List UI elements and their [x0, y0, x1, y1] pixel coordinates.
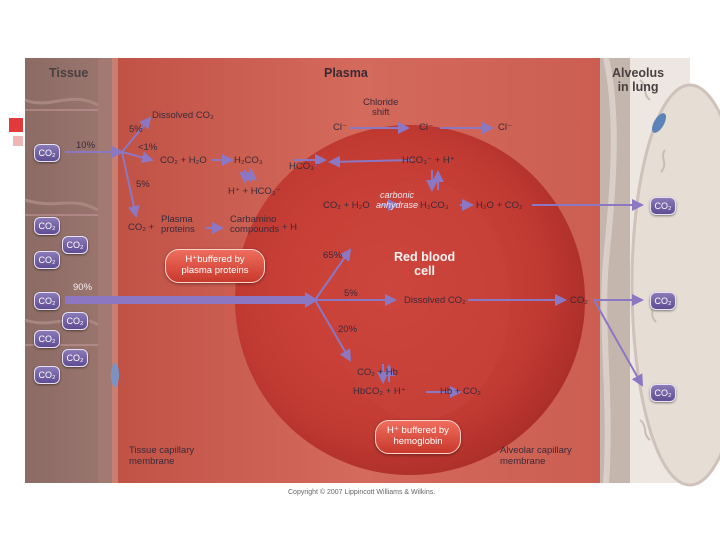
pct-90: 90%: [73, 282, 93, 293]
carbonic-anhydrase: carbonic anhydrase: [376, 190, 419, 210]
tissue-membrane-label: Tissue capillary membrane: [129, 445, 195, 467]
co2-chip-right: CO₂: [650, 197, 676, 215]
plasma-buffer-pill: H⁺buffered by plasma proteins: [165, 249, 265, 283]
co2-hb-label: CO₂ + Hb: [357, 367, 398, 378]
header-plasma: Plasma: [324, 66, 368, 80]
tissue-region: [25, 58, 105, 483]
pct-65: 65%: [323, 250, 343, 261]
plasma-proteins-label: Plasma proteins: [161, 214, 195, 236]
co2-chip-left: CO₂: [34, 144, 60, 162]
co2-chip-left: CO₂: [62, 312, 88, 330]
hbco2-h-label: HbCO₂ + H⁺: [353, 386, 406, 397]
co2-plus-label: CO₂ +: [128, 222, 155, 233]
h2co3-plasma: H₂CO₃: [234, 155, 263, 166]
co2-chip-left: CO₂: [34, 366, 60, 384]
carbamino-label: Carbamino compounds: [230, 214, 280, 236]
rbc-label: Red blood cell: [394, 250, 456, 279]
co2-h2o-eq: CO₂ + H₂O: [160, 155, 207, 166]
alveolar-membrane-label: Alveolar capillary membrane: [500, 445, 572, 467]
plus-h-label: + H: [282, 222, 298, 233]
h-hco3-plasma: H⁺ + HCO₃⁻: [228, 186, 281, 197]
co2-chip-left: CO₂: [62, 236, 88, 254]
pct-20: 20%: [338, 324, 358, 335]
pct-5-rbc: 5%: [344, 288, 358, 299]
hco3-h-rbc: HCO₃⁻ + H⁺: [402, 155, 455, 166]
flow-arrows: [65, 116, 644, 398]
co2-chip-left: CO₂: [34, 292, 60, 310]
h2co3-rbc: H₂CO₃: [420, 200, 449, 211]
pct-lt1: <1%: [138, 142, 158, 153]
pct-5-top: 5%: [129, 124, 143, 135]
slide-accent-mark: [9, 118, 23, 132]
slide-accent-mark: [13, 136, 23, 146]
co2-chip-right: CO₂: [650, 384, 676, 402]
hb-co2-label: Hb + CO₂: [440, 386, 481, 397]
co2-chip-left: CO₂: [34, 217, 60, 235]
cl-ion-3: Cl⁻: [498, 122, 512, 133]
cl-ion-1: Cl⁻: [333, 122, 347, 133]
cl-ion-2: Cl⁻: [419, 122, 433, 133]
hemoglobin-buffer-pill: H⁺ buffered by hemoglobin: [375, 420, 461, 454]
co2-chip-right: CO₂: [650, 292, 676, 310]
pct-10: 10%: [76, 140, 96, 151]
h2o-co2-rbc: H₂O + CO₂: [476, 200, 523, 211]
dissolved-co2-label: Dissolved CO₂: [152, 110, 214, 121]
co2-chip-left: CO₂: [34, 251, 60, 269]
chloride-shift-label: Chloride shift: [363, 97, 399, 119]
hco3-plasma: HCO₃⁻: [289, 161, 319, 172]
co2-h2o-rbc: CO₂ + H₂O: [323, 200, 370, 211]
tissue-membrane: [98, 58, 112, 483]
header-tissue: Tissue: [49, 66, 89, 80]
co2-right-label: CO₂: [570, 295, 588, 306]
copyright-notice: Copyright © 2007 Lippincott Williams & W…: [288, 489, 436, 496]
pct-5-mid: 5%: [136, 179, 150, 190]
header-alveolus: Alveolus in lung: [612, 66, 665, 95]
co2-chip-left: CO₂: [62, 349, 88, 367]
co2-chip-left: CO₂: [34, 330, 60, 348]
dissolved-co2-rbc: Dissolved CO₂: [404, 295, 466, 306]
